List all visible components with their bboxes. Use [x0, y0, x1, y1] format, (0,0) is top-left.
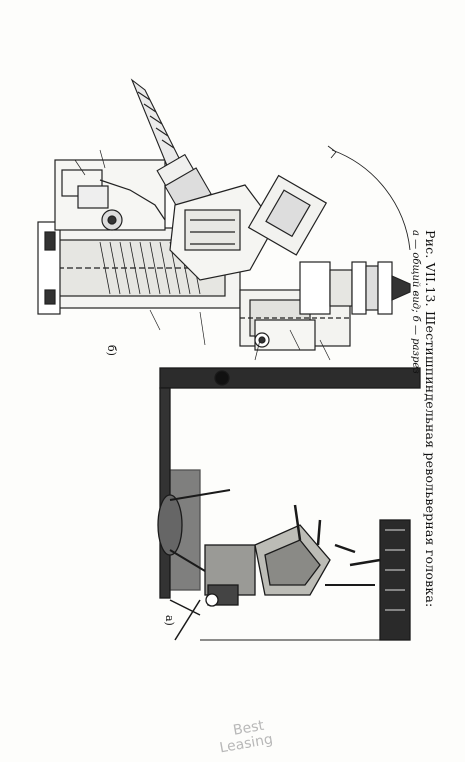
- caption-subtitle: а — общий вид; б — разрез: [410, 230, 421, 374]
- figure-label-a: а): [163, 615, 176, 626]
- machine-photo: [157, 367, 421, 641]
- caption-title: Рис. VII.13. Шестишпиндельная револьверн…: [423, 230, 438, 608]
- figure-label-b: б): [105, 345, 118, 356]
- section-drawing: [37, 78, 411, 361]
